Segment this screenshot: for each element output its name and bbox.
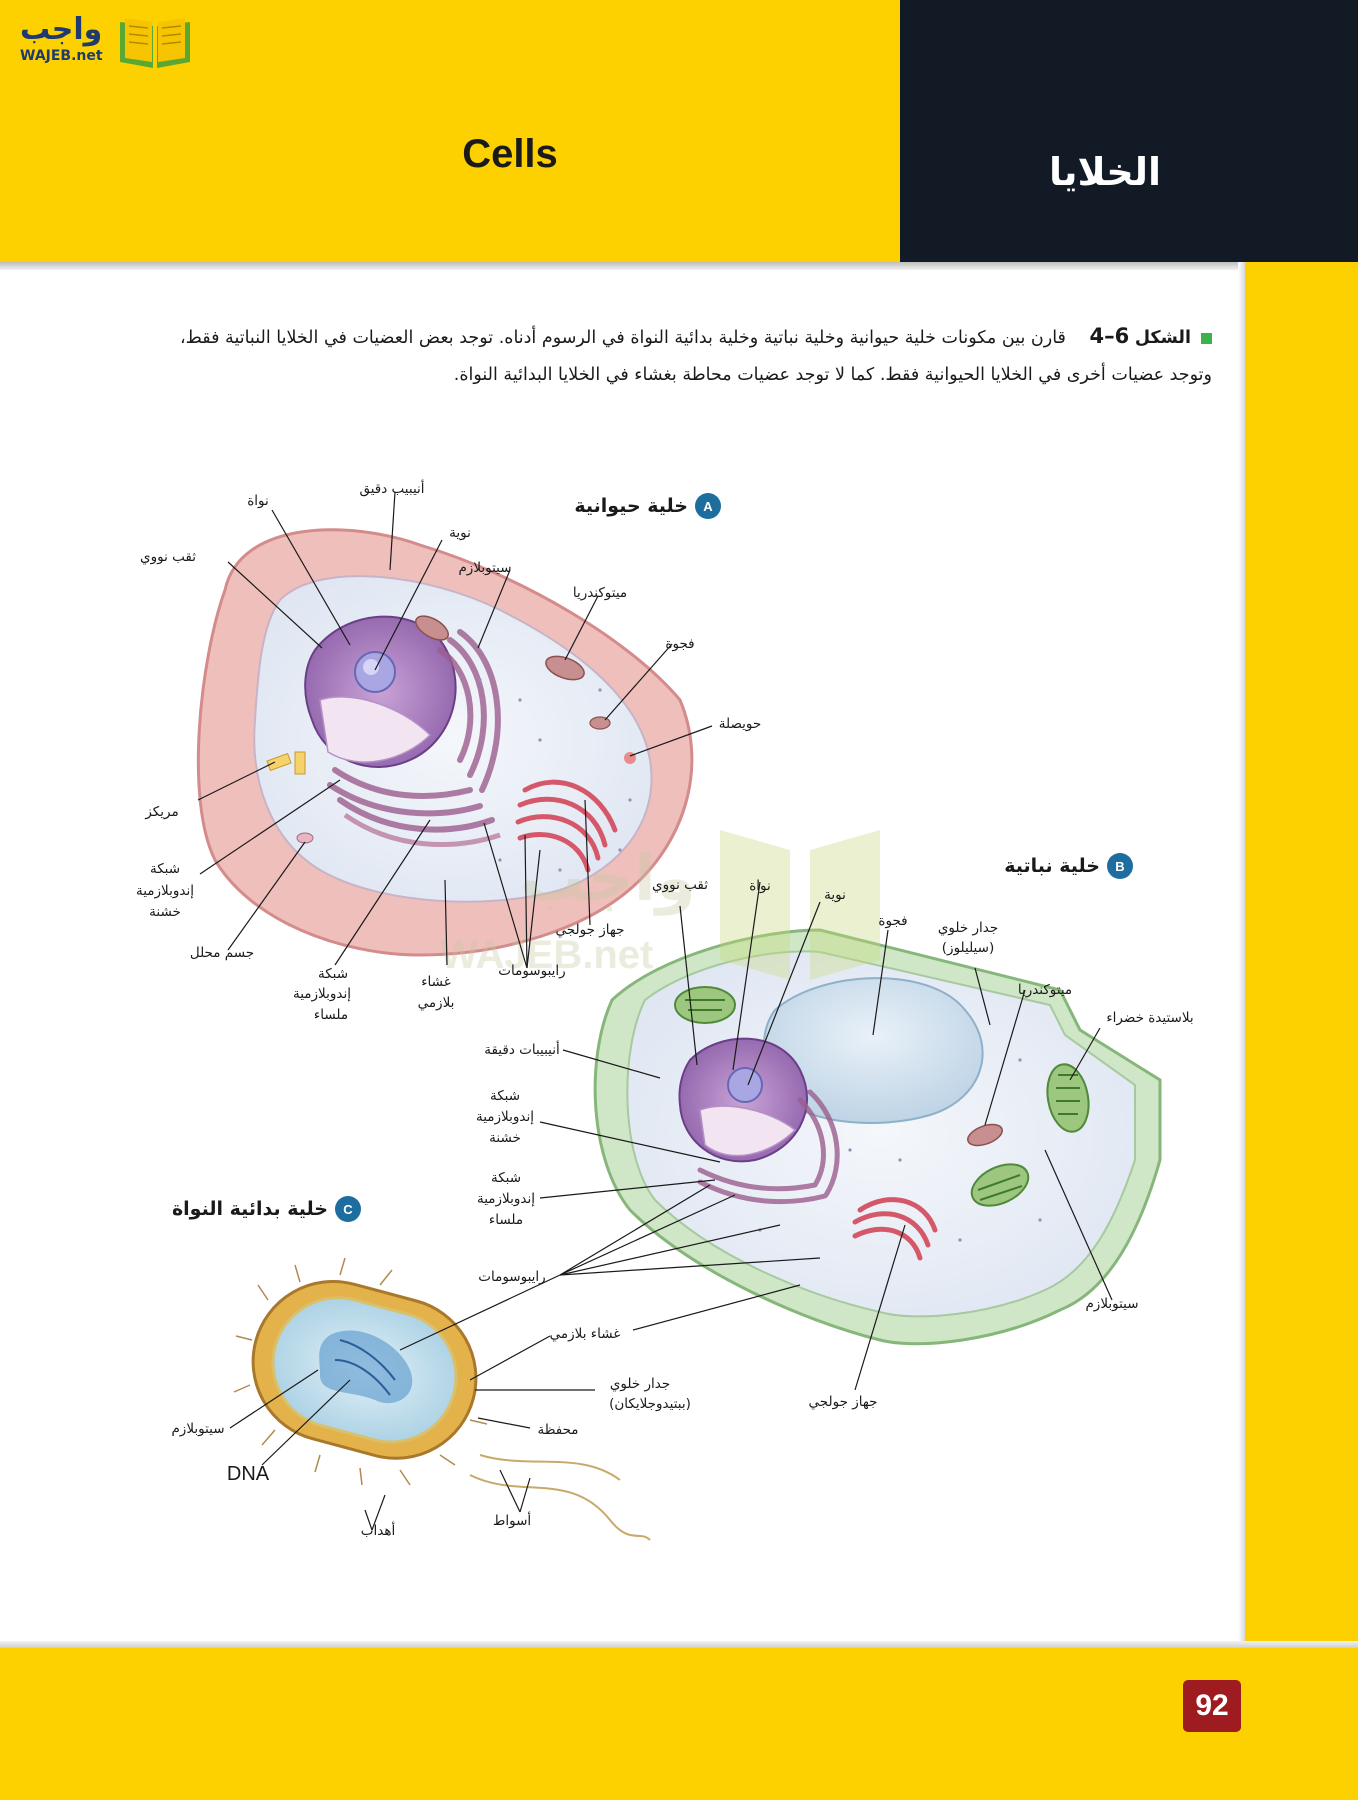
plant-label-rough-er-1: شبكة [490,1088,520,1104]
prok-label-cytoplasm: سيتوبلازم [171,1421,224,1437]
prok-label-cell-wall-1: جدار خلوي [610,1376,670,1392]
logo-arabic: واجب [20,12,103,47]
figure-label: الشكل [1134,328,1191,348]
animal-label-mitochondria: ميتوكندريا [573,585,627,601]
animal-label-smooth-er-1: شبكة [318,966,348,982]
animal-cell-labels: نواة أنيبيب دقيق نوية ثقب نووي سيتوبلازم… [136,479,761,1023]
figure-number: 6–4 [1089,324,1130,348]
plant-label-golgi: جهاز جولجي [809,1394,878,1410]
animal-label-nuclear-pore: ثقب نووي [140,549,196,565]
prokaryote-cell-illustration [233,1257,651,1541]
prok-label-dna: DNA [227,1463,270,1485]
prokaryote-cell-badge: C [335,1196,361,1222]
header-dark-band [900,0,1358,262]
book-icon [120,18,190,68]
logo-latin: WAJEB.net [20,48,103,64]
plant-label-cytoplasm: سيتوبلازم [1085,1296,1138,1312]
animal-cell-title: خلية حيوانية [574,495,688,517]
plant-label-chloroplast: بلاستيدة خضراء [1106,1010,1193,1026]
animal-label-smooth-er-2: إندوبلازمية [293,986,351,1002]
figure-caption: الشكل 6–4 قارن بين مكونات خلية حيوانية و… [112,318,1212,394]
animal-label-vacuole: فجوة [665,636,694,652]
caption-line-1: الشكل 6–4 قارن بين مكونات خلية حيوانية و… [112,318,1212,357]
footer-edge [0,1641,1358,1649]
prok-label-flagella: أسواط [493,1511,531,1529]
animal-label-rough-er-1: شبكة [150,861,180,877]
plant-label-vacuole: فجوة [878,913,907,929]
plant-cell-title: خلية نباتية [1004,855,1100,877]
watermark: واجب WAJEB.net [440,830,880,980]
animal-label-plasma-membrane-2: بلازمي [418,995,455,1011]
animal-label-nucleolus: نوية [449,525,471,541]
right-yellow-bar [1245,262,1358,1652]
animal-label-microtubule: أنيبيب دقيق [359,479,424,497]
plant-label-cell-wall-2: (سيليلوز) [942,940,994,956]
watermark-latin: WAJEB.net [440,933,653,977]
prok-label-pili: أهداب [361,1521,395,1539]
animal-label-rough-er-2: إندوبلازمية [136,883,194,899]
animal-badge-letter: A [703,499,713,514]
plant-label-smooth-er-3: ملساء [489,1212,523,1228]
watermark-arabic: واجب [520,842,696,916]
animal-label-rough-er-3: خشنة [149,904,181,920]
animal-cell-illustration [196,528,694,957]
plant-label-microtubules: أنيبيبات دقيقة [484,1040,560,1058]
caption-text-1: قارن بين مكونات خلية حيوانية وخلية نباتي… [180,328,1066,348]
plant-label-rough-er-2: إندوبلازمية [476,1109,534,1125]
site-logo[interactable]: واجب WAJEB.net [8,6,193,68]
plant-label-cell-wall-1: جدار خلوي [938,920,998,936]
plant-cell-labels: ثقب نووي نواة نوية فجوة جدار خلوي (سيليل… [476,877,1194,1410]
leader-lines [197,491,1113,1531]
page-number: 92 [1183,1680,1241,1732]
right-bar-edge [1238,262,1245,1652]
plant-label-smooth-er-1: شبكة [491,1170,521,1186]
animal-label-lysosome: جسم محلل [190,945,254,961]
animal-label-cytoplasm: سيتوبلازم [458,560,511,576]
prokaryote-badge-letter: C [343,1202,353,1217]
header-shadow [0,262,1358,270]
plant-label-smooth-er-2: إندوبلازمية [477,1191,535,1207]
animal-label-ribosomes: رايبوسومات [498,963,565,979]
animal-label-golgi: جهاز جولجي [556,922,625,938]
plant-label-nucleus: نواة [749,878,771,894]
page-title-arabic: الخلايا [1048,150,1162,194]
prok-label-capsule: محفظة [537,1422,578,1438]
plant-label-nuclear-pore: ثقب نووي [652,877,708,893]
plant-label-nucleolus: نوية [824,887,846,903]
plant-label-mitochondria: ميتوكندريا [1018,982,1072,998]
animal-label-nucleus: نواة [247,493,269,509]
animal-label-vesicle: حويصلة [719,716,762,732]
green-square-icon [1201,332,1212,344]
animal-label-plasma-membrane-1: غشاء [421,974,451,990]
prokaryote-cell-title: خلية بدائية النواة [172,1198,328,1220]
plant-badge-letter: B [1115,859,1124,874]
plant-cell-illustration [593,928,1162,1346]
animal-cell-badge: A [695,493,721,519]
footer-yellow-band [0,1648,1358,1800]
prok-label-cell-wall-2: (ببتيدوجلايكان) [609,1396,691,1412]
prokaryote-cell-labels: جدار خلوي (ببتيدوجلايكان) محفظة سيتوبلاز… [171,1376,690,1539]
plant-label-rough-er-3: خشنة [489,1130,521,1146]
plant-label-ribosomes: رايبوسومات [478,1269,545,1285]
plant-cell-badge: B [1107,853,1133,879]
animal-label-smooth-er-3: ملساء [314,1007,348,1023]
plant-label-plasma-membrane: غشاء بلازمي [550,1326,621,1342]
animal-label-centriole: مريكز [144,804,178,820]
page-title-english: Cells [462,132,558,176]
caption-text-2: وتوجد عضيات أخرى في الخلايا الحيوانية فق… [453,365,1212,385]
